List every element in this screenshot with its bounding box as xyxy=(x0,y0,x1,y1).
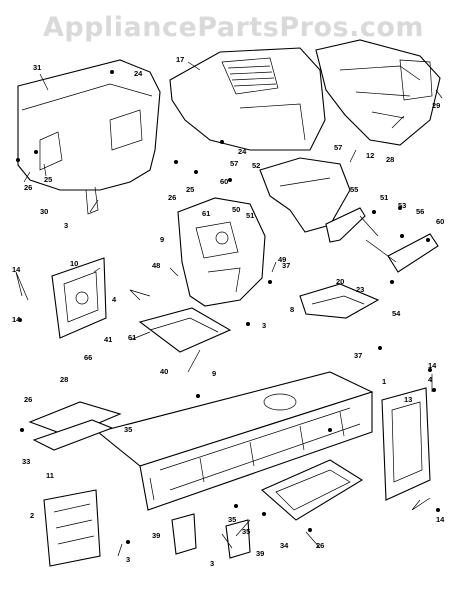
callout-57b: 60 xyxy=(220,177,228,186)
callout-26d: 26 xyxy=(316,541,324,550)
support-bracket-part xyxy=(138,307,232,353)
callout-52b: 53 xyxy=(398,201,406,210)
callout-17: 17 xyxy=(176,55,184,64)
callout-3b: 3 xyxy=(262,321,266,330)
callout-31: 30 xyxy=(40,207,48,216)
callout-48: 48 xyxy=(152,261,160,270)
callout-49: 49 xyxy=(278,255,286,264)
front-plate-part xyxy=(43,489,101,567)
callout-11: 10 xyxy=(70,259,78,268)
callout-57c: 60 xyxy=(436,217,444,226)
watermark: AppliancePartsPros.com xyxy=(42,12,425,43)
callout-2: 2 xyxy=(30,511,34,520)
callout-23: 23 xyxy=(356,285,364,294)
callout-3a: 3 xyxy=(64,221,68,230)
callout-57a: 57 xyxy=(230,159,238,168)
callout-26c: 26 xyxy=(24,395,32,404)
callout-25a: 25 xyxy=(44,175,52,184)
callout-14d: 14 xyxy=(12,315,21,324)
callout-13: 13 xyxy=(404,395,412,404)
main-frame-part xyxy=(96,371,374,511)
leader-lines xyxy=(15,61,443,557)
callout-9a: 9 xyxy=(160,235,164,244)
callout-55: 56 xyxy=(416,207,424,216)
callout-37a: 37 xyxy=(282,261,290,270)
dash-panel-part xyxy=(315,39,441,146)
callout-30: 31 xyxy=(33,63,41,72)
steering-support-part xyxy=(299,283,380,319)
callout-51a: 51 xyxy=(246,211,254,220)
engine-cover-part xyxy=(169,47,326,151)
callout-28a: 28 xyxy=(386,155,394,164)
callout-60: 61 xyxy=(202,209,210,218)
callout-56: 57 xyxy=(334,143,342,152)
callout-35a: 35 xyxy=(124,425,132,434)
callout-51b: 51 xyxy=(380,193,388,202)
callout-61: 66 xyxy=(84,353,92,362)
callout-28b: 28 xyxy=(60,375,68,384)
callout-34: 34 xyxy=(280,541,289,550)
callout-33: 33 xyxy=(22,457,30,466)
bracket-assembly-part xyxy=(325,207,439,273)
callout-3d: 3 xyxy=(210,559,214,568)
callout-4a: 4 xyxy=(112,295,117,304)
footrest-part xyxy=(260,459,364,521)
callout-41: 41 xyxy=(104,335,112,344)
hood-part xyxy=(17,59,161,215)
callout-14b: 14 xyxy=(428,361,437,370)
callout-24a: 24 xyxy=(134,69,143,78)
callout-60b: 61 xyxy=(128,333,136,342)
callout-labels: 31 24 17 29 12 28 57 24 57 52 26 25 26 2… xyxy=(12,55,445,568)
callout-3c: 3 xyxy=(126,555,130,564)
bumper-plate-part xyxy=(28,401,122,451)
right-fender-part xyxy=(381,387,431,501)
hardware-fasteners xyxy=(16,70,440,544)
callout-26b: 26 xyxy=(168,193,176,202)
callout-10: 11 xyxy=(46,471,54,480)
callout-40: 40 xyxy=(160,367,168,376)
callout-54: 54 xyxy=(392,309,401,318)
callout-8: 8 xyxy=(290,305,294,314)
callout-25b: 25 xyxy=(186,185,194,194)
callout-24b: 24 xyxy=(238,147,247,156)
callout-1: 1 xyxy=(382,377,386,386)
dash-tower-part xyxy=(177,197,266,307)
callout-39: 39 xyxy=(256,549,264,558)
left-side-panel-part xyxy=(51,257,107,339)
lower-bracket-part xyxy=(171,513,251,559)
callout-50: 50 xyxy=(232,205,240,214)
callout-4b: 4 xyxy=(428,375,433,384)
callout-53: 55 xyxy=(350,185,358,194)
callout-14a: 14 xyxy=(12,265,21,274)
callout-35b: 35 xyxy=(228,515,236,524)
callout-35c: 35 xyxy=(242,527,250,536)
callout-29: 29 xyxy=(432,101,440,110)
callout-37b: 37 xyxy=(354,351,362,360)
callout-38: 39 xyxy=(152,531,160,540)
callout-12: 12 xyxy=(366,151,374,160)
callout-9b: 9 xyxy=(212,369,216,378)
callout-14c: 14 xyxy=(436,515,445,524)
callout-20: 20 xyxy=(336,277,344,286)
callout-52a: 52 xyxy=(252,161,260,170)
callout-26a: 26 xyxy=(24,183,32,192)
